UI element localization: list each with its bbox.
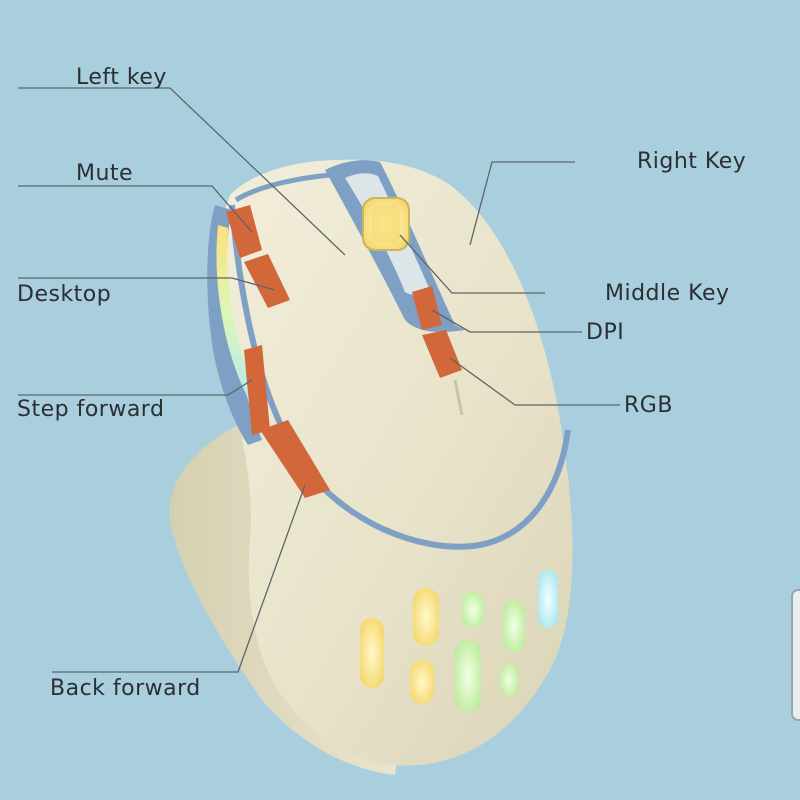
scroll-wheel-core: [372, 205, 400, 243]
side-rgb-strip: [216, 225, 258, 405]
label-step-forward: Step forward: [17, 397, 165, 422]
leader-left-key: [18, 87, 346, 256]
leader-desktop: [18, 277, 276, 291]
trim-line-lower: [229, 204, 571, 550]
button-seam: [453, 379, 464, 416]
desktop-button: [244, 254, 290, 308]
label-mute: Mute: [76, 161, 134, 186]
leader-mute: [18, 185, 253, 233]
label-middle-key: Middle Key: [605, 281, 730, 306]
label-right-key: Right Key: [637, 149, 747, 174]
leader-rgb: [449, 357, 620, 406]
mute-button: [226, 205, 262, 258]
rgb-button: [422, 330, 462, 378]
rgb-slot: [410, 660, 434, 704]
dpi-button: [412, 286, 442, 330]
back-forward-button: [260, 420, 330, 498]
label-desktop: Desktop: [17, 282, 112, 307]
step-forward-button: [244, 345, 270, 435]
leader-middle-key: [399, 234, 545, 294]
frame-edge: [791, 589, 800, 721]
trim-line-top: [234, 172, 331, 203]
rgb-slot: [503, 600, 525, 652]
leader-right-key: [469, 161, 575, 246]
rgb-slot: [455, 640, 481, 712]
rgb-slot: [462, 592, 484, 628]
rgb-slot: [360, 618, 384, 688]
label-rgb: RGB: [624, 393, 673, 418]
label-left-key: Left key: [76, 65, 167, 90]
rgb-slot: [413, 588, 439, 646]
label-back-forward: Back forward: [50, 676, 201, 701]
leader-back-forward: [52, 484, 306, 673]
rgb-slot: [538, 570, 558, 628]
leader-step-forward: [18, 379, 253, 396]
leader-dpi: [431, 309, 582, 333]
rgb-slot: [500, 664, 518, 696]
label-dpi: DPI: [586, 320, 625, 345]
